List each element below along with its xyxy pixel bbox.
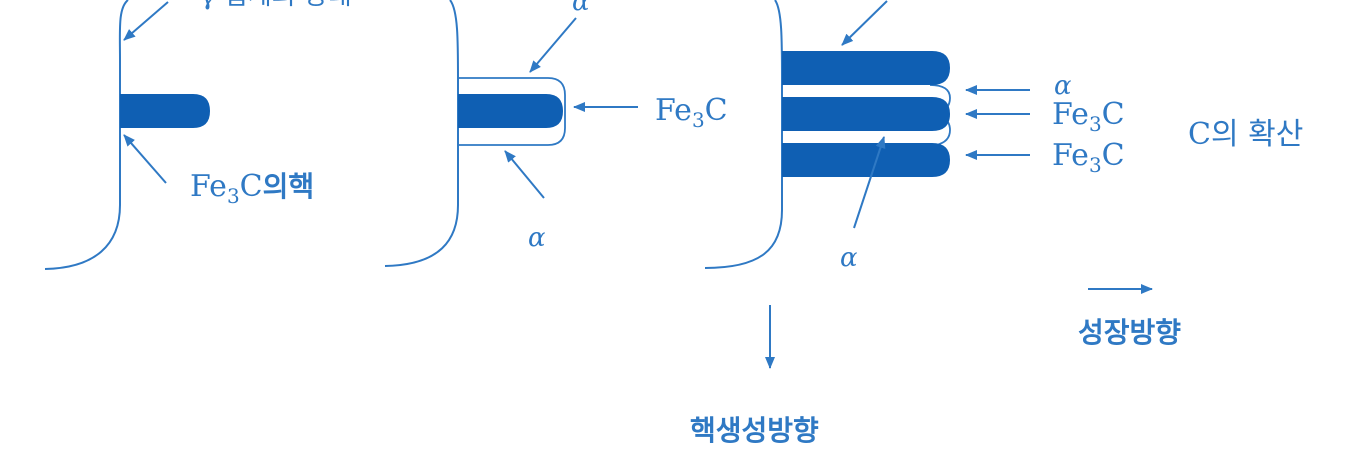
alpha-shell [458, 77, 566, 146]
stage-3: α Fe3C Fe3C α C의 확산 [704, 0, 1303, 273]
label-alpha-stage3-bottom: α [840, 243, 858, 273]
label-carbon-diffusion: C의 확산 [1188, 117, 1303, 152]
label-fe3c-nucleus: Fe3C의핵 [190, 169, 314, 208]
fe3c-lamella-3 [782, 143, 950, 177]
arrow-nucleus [123, 134, 167, 184]
label-grain-boundary-partial: γ 입계의 상태 [200, 0, 352, 11]
fe3c-lamella-1 [782, 51, 950, 85]
grain-boundary-2 [384, 0, 459, 267]
label-alpha-bottom: α [528, 223, 546, 253]
grain-boundary-1 [44, 0, 129, 270]
arrow-grain-boundary [123, 1, 169, 41]
label-alpha-top: α [572, 0, 590, 17]
fe3c-nucleus [120, 94, 210, 128]
grain-boundary-3 [704, 0, 783, 269]
stage-1: γ 입계의 상태 Fe3C의핵 [44, 0, 352, 270]
arrow-alpha-top [529, 17, 577, 73]
label-fe3c-stage3-a: Fe3C [1052, 97, 1125, 136]
nucleation-direction-legend: 핵생성방향 [690, 305, 819, 447]
label-nucleation-direction: 핵생성방향 [690, 414, 819, 447]
stage-2: α Fe3C α [384, 0, 728, 267]
fe3c-lamella-2 [782, 97, 950, 131]
label-fe3c-stage3-b: Fe3C [1052, 138, 1125, 177]
growth-direction-legend: 성장방향 [1078, 284, 1181, 349]
fe3c-plate-stage2 [458, 94, 563, 128]
arrow-top-stage3 [841, 0, 888, 46]
label-fe3c-stage2: Fe3C [655, 93, 728, 132]
arrow-alpha-stage3-bottom [853, 136, 886, 229]
label-alpha-stage3: α [1054, 71, 1072, 101]
label-growth-direction: 성장방향 [1078, 316, 1181, 349]
arrow-alpha-bottom [504, 150, 545, 199]
